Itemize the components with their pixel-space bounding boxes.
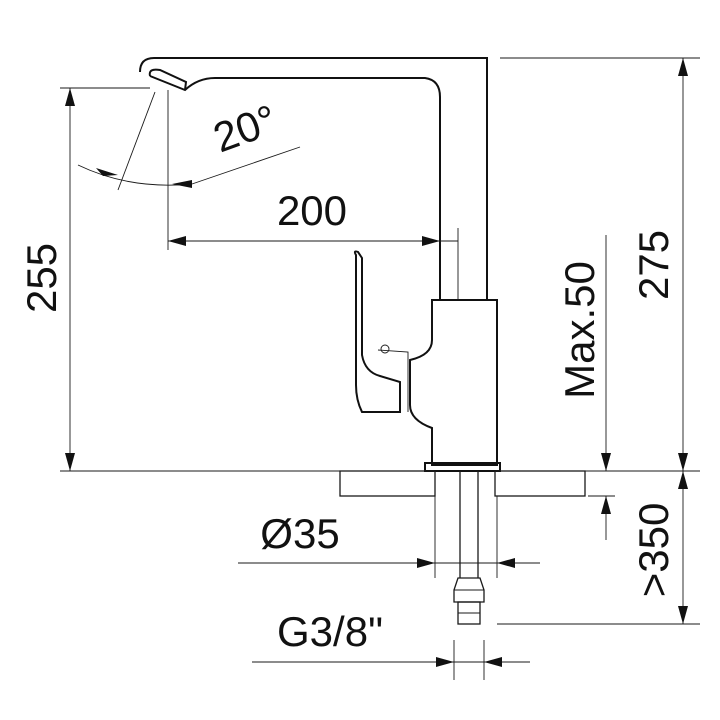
dimension-275: 275: [500, 57, 700, 472]
faucet-body: [139, 57, 501, 472]
dim-hose-length: >350: [630, 503, 677, 598]
mixer-body: [409, 299, 498, 466]
dimension-350: >350: [497, 471, 700, 625]
spout-underside: [149, 75, 441, 300]
dimension-angle: 20°: [77, 91, 301, 191]
dim-max-counter: Max.50: [556, 261, 603, 399]
lever-screw: [380, 344, 390, 354]
dim-connection-thread: G3/8": [277, 608, 383, 655]
dim-spout-height: 255: [18, 243, 65, 313]
spout-outline: [139, 57, 488, 300]
supply-hose: [453, 471, 485, 625]
lever-handle: [353, 250, 401, 413]
dimension-thread: G3/8": [252, 608, 530, 680]
base-ring: [424, 462, 501, 472]
dim-total-height: 275: [630, 230, 677, 300]
dimension-200: 200: [167, 90, 459, 300]
dimension-diameter: Ø35: [238, 496, 540, 578]
aerator: [148, 68, 188, 91]
dim-mounting-hole: Ø35: [260, 510, 339, 557]
dimension-255: 255: [18, 87, 425, 472]
countertop-left: [339, 470, 436, 497]
countertop: [339, 470, 586, 497]
lever-joint: [377, 349, 409, 412]
dim-spout-reach: 200: [277, 187, 347, 234]
dim-spout-angle: 20°: [207, 95, 283, 161]
dimension-max50: Max.50: [556, 235, 615, 540]
countertop-right: [494, 470, 586, 497]
